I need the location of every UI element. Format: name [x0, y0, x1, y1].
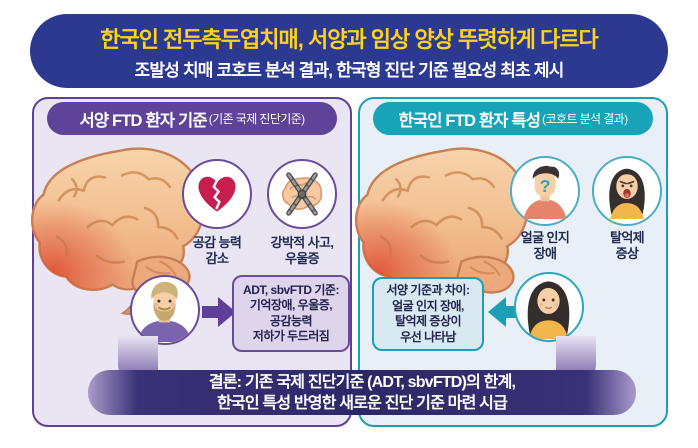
arrow-left-icon [488, 297, 522, 327]
symptom-label-face-recognition: 얼굴 인지 장애 [497, 230, 593, 262]
symptom-label-line: 증상 [615, 246, 639, 261]
chained-brain-icon [267, 159, 337, 229]
symptom-label-line: 강박적 사고, [270, 235, 334, 250]
bubble-line: ADT, sbvFTD 기준: [243, 282, 339, 297]
symptom-label-line: 공감 능력 [192, 235, 242, 250]
symptom-label-line: 감소 [205, 251, 229, 266]
conclusion-band: 결론: 기존 국제 진단기준 (ADT, sbvFTD)의 한계, 한국인 특성… [88, 370, 636, 415]
korean-woman-avatar [514, 272, 584, 342]
panel-korean-title: 한국인 FTD 환자 특성 [398, 111, 541, 130]
bubble-line: 저하가 두드러짐 [252, 329, 330, 343]
banner-subtitle: 조발성 치매 코호트 분석 결과, 한국형 진단 기준 필요성 최초 제시 [134, 60, 565, 80]
bubble-line: 서양 기준과 차이: [386, 283, 470, 297]
svg-text:?: ? [540, 176, 551, 196]
banner: 한국인 전두측두엽치매, 서양과 임상 양상 뚜렷하게 다르다 조발성 치매 코… [30, 14, 668, 88]
bubble-line: 우선 나타남 [400, 329, 456, 344]
symptom-label-line: 우울증 [284, 251, 320, 266]
panel-western-header: 서양 FTD 환자 기준 (기존 국제 진단기준) [47, 102, 337, 135]
western-criteria-bubble: ADT, sbvFTD 기준: 기억장애, 우울증, 공감능력 저하가 두드러짐 [232, 275, 350, 352]
symptom-label-line: 얼굴 인지 [520, 230, 570, 245]
western-man-avatar [130, 275, 200, 345]
broken-heart-icon [182, 159, 252, 229]
panel-western-ftd: 서양 FTD 환자 기준 (기존 국제 진단기준) 공 [32, 97, 352, 427]
symptom-label-line: 장애 [533, 246, 557, 261]
panel-western-note: (기존 국제 진단기준) [208, 112, 305, 126]
bubble-line: 공감능력 [269, 313, 313, 328]
bubble-line: 기억장애, 우울증, [249, 298, 333, 312]
panel-korean-header: 한국인 FTD 환자 특성 (코호트 분석 결과) [373, 102, 653, 135]
banner-title: 한국인 전두측두엽치매, 서양과 임상 양상 뚜렷하게 다르다 [100, 26, 599, 52]
korean-difference-bubble: 서양 기준과 차이: 얼굴 인지 장애, 탈억제 증상이 우선 나타남 [372, 277, 484, 351]
face-question-icon: ? [510, 156, 580, 226]
panel-western-title: 서양 FTD 환자 기준 [79, 111, 207, 130]
bubble-line: 얼굴 인지 장애, [392, 298, 464, 313]
conclusion-line-1: 결론: 기존 국제 진단기준 (ADT, sbvFTD)의 한계, [208, 373, 516, 391]
symptom-label-disinhibition: 탈억제 증상 [579, 230, 675, 262]
arrow-right-icon [202, 297, 236, 327]
symptom-label-line: 탈억제 [609, 230, 645, 245]
symptom-label-obsessive: 강박적 사고, 우울증 [254, 235, 350, 267]
conclusion-line-2: 한국인 특성 반영한 새로운 진단 기준 마련 시급 [217, 394, 508, 412]
disinhibition-woman-icon [592, 156, 662, 226]
symptom-label-empathy: 공감 능력 감소 [169, 235, 265, 267]
bubble-line: 탈억제 증상이 [394, 314, 462, 328]
panel-korean-note: (코호트 분석 결과) [542, 112, 628, 126]
